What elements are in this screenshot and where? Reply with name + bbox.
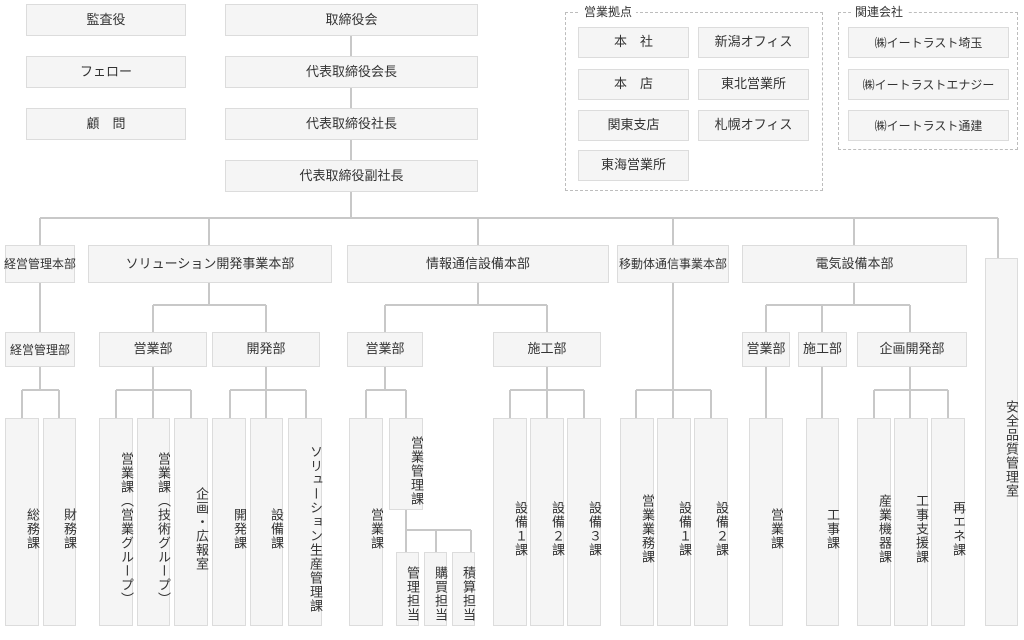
div-denki: 電気設備本部 (742, 245, 967, 283)
sec-kanri-tanto: 管理担当 (396, 552, 419, 626)
kyoten-honten: 本 店 (578, 69, 689, 100)
box-president: 代表取締役社長 (225, 108, 478, 140)
kyoten-tohoku: 東北営業所 (698, 69, 809, 100)
kyoten-sapporo: 札幌オフィス (698, 110, 809, 141)
kyoten-kanto: 関東支店 (578, 110, 689, 141)
box-kansayaku: 監査役 (26, 4, 186, 36)
sec-joho-eigyo: 営業課 (349, 418, 383, 626)
sec-setsubi: 設備課 (250, 418, 283, 626)
dept-keiei: 経営管理部 (5, 332, 75, 367)
sec-joho-eigyo-kanri: 営業管理課 (389, 418, 423, 510)
div-joho: 情報通信設備本部 (347, 245, 609, 283)
sec-idotai-setsubi-2: 設備２課 (694, 418, 728, 626)
div-keiei: 経営管理本部 (4, 245, 76, 283)
sec-idotai-setsubi-1: 設備１課 (657, 418, 691, 626)
dept-denki-seko: 施工部 (798, 332, 847, 367)
sec-zaimu: 財務課 (43, 418, 76, 626)
kanren-tsuken: ㈱イートラスト通建 (848, 110, 1009, 141)
div-idotai: 移動体通信事業本部 (617, 245, 729, 283)
dept-solution-eigyo: 営業部 (99, 332, 207, 367)
dept-joho-eigyo: 営業部 (347, 332, 423, 367)
sec-joho-setsubi-2: 設備２課 (530, 418, 564, 626)
box-komon: 顧 問 (26, 108, 186, 140)
div-anzen: 安全品質管理室 (985, 258, 1018, 626)
sec-eigyo-group: 営業課（営業グループ） (99, 418, 133, 626)
box-chairman: 代表取締役会長 (225, 56, 478, 88)
sec-idotai-eigyo-gyomu: 営業業務課 (620, 418, 654, 626)
kanren-saitama: ㈱イートラスト埼玉 (848, 27, 1009, 58)
sec-kaihatsu: 開発課 (212, 418, 246, 626)
kyoten-tokai: 東海営業所 (578, 150, 689, 181)
sec-gijutsu-group: 営業課（技術グループ） (137, 418, 170, 626)
kyoten-niigata: 新潟オフィス (698, 27, 809, 58)
sec-koji: 工事課 (806, 418, 839, 626)
sec-denki-eigyo: 営業課 (749, 418, 783, 626)
sec-joho-setsubi-1: 設備１課 (493, 418, 527, 626)
box-vice-president: 代表取締役副社長 (225, 160, 478, 192)
kanren-energy: ㈱イートラストエナジー (848, 69, 1009, 100)
group-eigyo-kyoten (565, 12, 823, 191)
sec-saiene: 再エネ課 (931, 418, 965, 626)
sec-sekisan-tanto: 積算担当 (452, 552, 475, 626)
dept-denki-kikaku: 企画開発部 (857, 332, 967, 367)
kyoten-honsha: 本 社 (578, 27, 689, 58)
div-solution: ソリューション開発事業本部 (88, 245, 332, 283)
dept-solution-kaihatsu: 開発部 (212, 332, 320, 367)
sec-kikaku-koho: 企画・広報室 (174, 418, 208, 626)
sec-sangyo-kiki: 産業機器課 (857, 418, 891, 626)
sec-koji-shien: 工事支援課 (894, 418, 928, 626)
dept-joho-seko: 施工部 (493, 332, 601, 367)
sec-kobai-tanto: 購買担当 (424, 552, 447, 626)
group-kanren (838, 12, 1018, 150)
sec-joho-setsubi-3: 設備３課 (567, 418, 601, 626)
group-eigyo-kyoten-label: 営業拠点 (580, 6, 637, 18)
sec-seisan-kanri: ソリューション生産管理課 (288, 418, 322, 626)
group-kanren-label: 関連会社 (851, 6, 908, 18)
dept-denki-eigyo: 営業部 (742, 332, 790, 367)
sec-somu: 総務課 (5, 418, 39, 626)
box-fellow: フェロー (26, 56, 186, 88)
box-board: 取締役会 (225, 4, 478, 36)
